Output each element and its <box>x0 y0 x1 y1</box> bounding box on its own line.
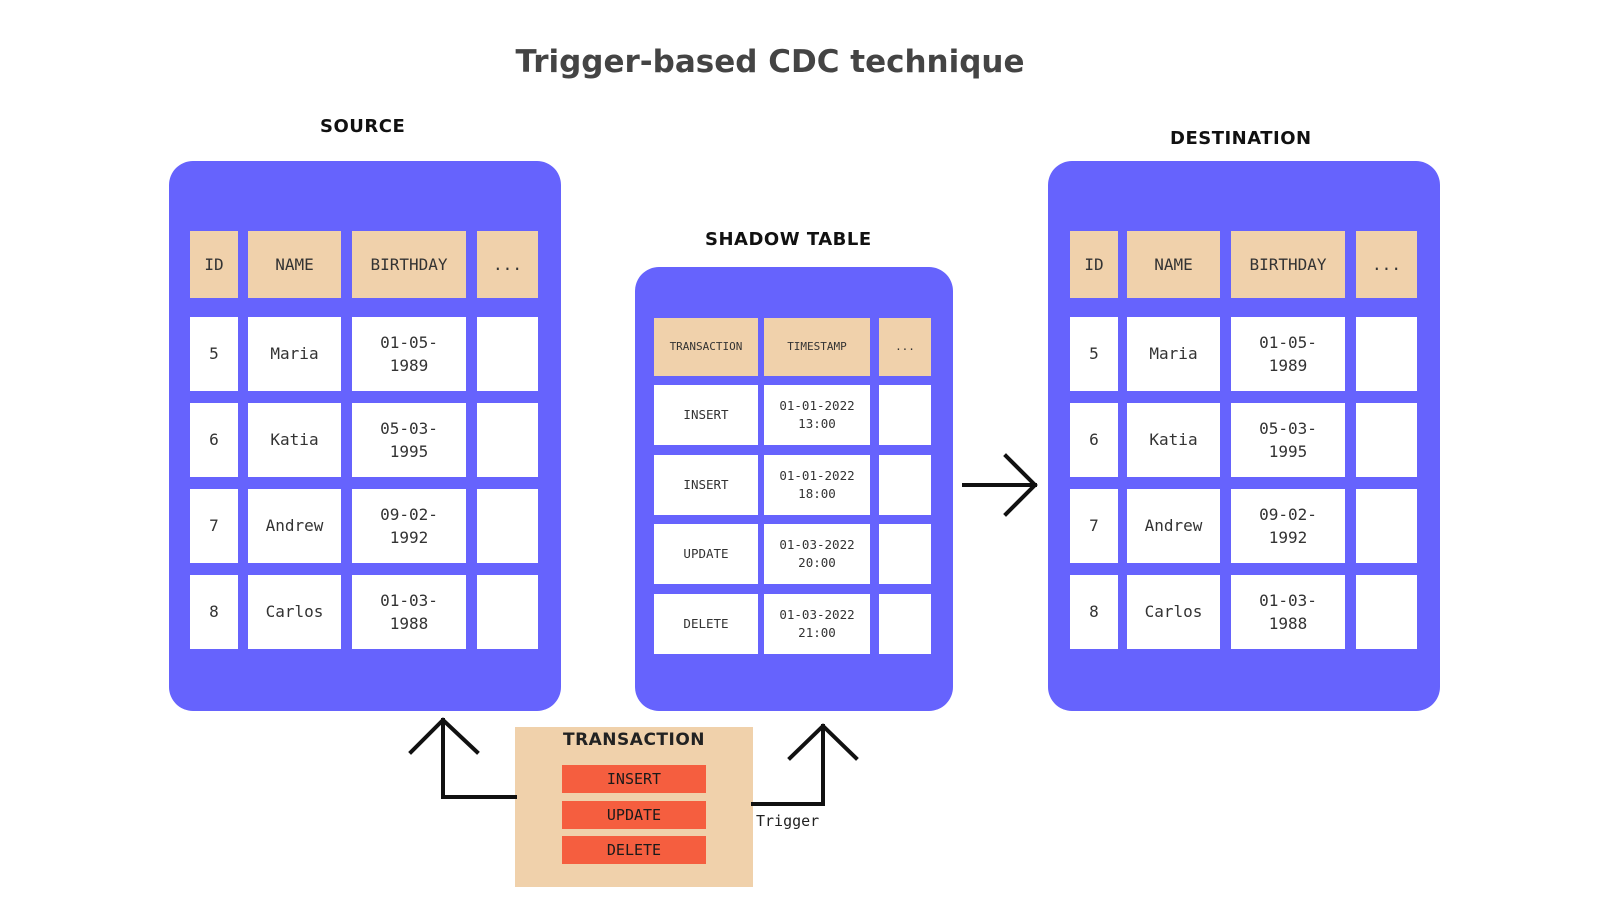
destination-cell: 7 <box>1070 489 1118 563</box>
shadow-cell: UPDATE <box>654 524 758 584</box>
destination-cell: Maria <box>1127 317 1220 391</box>
destination-cell: Katia <box>1127 403 1220 477</box>
source-cell <box>477 317 538 391</box>
destination-cell <box>1356 575 1417 649</box>
source-cell: 5 <box>190 317 238 391</box>
destination-cell: 01-03- 1988 <box>1231 575 1345 649</box>
shadow-cell: DELETE <box>654 594 758 654</box>
destination-cell: 5 <box>1070 317 1118 391</box>
destination-cell: Andrew <box>1127 489 1220 563</box>
shadow-cell <box>879 385 931 445</box>
destination-header-cell: ... <box>1356 231 1417 298</box>
source-header-cell: NAME <box>248 231 341 298</box>
destination-cell <box>1356 489 1417 563</box>
source-cell: Katia <box>248 403 341 477</box>
destination-cell: 6 <box>1070 403 1118 477</box>
destination-cell <box>1356 403 1417 477</box>
shadow-table-label: SHADOW TABLE <box>705 229 872 250</box>
source-cell <box>477 403 538 477</box>
destination-header-cell: BIRTHDAY <box>1231 231 1345 298</box>
destination-cell: 8 <box>1070 575 1118 649</box>
shadow-header-cell: ... <box>879 318 931 376</box>
shadow-cell <box>879 524 931 584</box>
shadow-header-cell: TRANSACTION <box>654 318 758 376</box>
source-cell: Carlos <box>248 575 341 649</box>
destination-cell: Carlos <box>1127 575 1220 649</box>
destination-cell: 01-05- 1989 <box>1231 317 1345 391</box>
source-cell: 01-03- 1988 <box>352 575 466 649</box>
destination-header-cell: NAME <box>1127 231 1220 298</box>
destination-label: DESTINATION <box>1170 128 1312 149</box>
update-operation: UPDATE <box>562 801 706 829</box>
shadow-cell: 01-01-2022 18:00 <box>764 455 870 515</box>
shadow-cell: 01-03-2022 20:00 <box>764 524 870 584</box>
transaction-title: TRANSACTION <box>562 730 706 750</box>
arrow-right-icon <box>962 453 1038 517</box>
trigger-label: Trigger <box>756 812 820 830</box>
insert-operation: INSERT <box>562 765 706 793</box>
source-cell: 09-02- 1992 <box>352 489 466 563</box>
source-header-cell: ... <box>477 231 538 298</box>
source-cell <box>477 489 538 563</box>
source-header-cell: BIRTHDAY <box>352 231 466 298</box>
arrow-up-icon <box>408 717 517 799</box>
arrow-up-icon <box>751 723 859 806</box>
source-cell: 8 <box>190 575 238 649</box>
source-cell <box>477 575 538 649</box>
shadow-cell: 01-01-2022 13:00 <box>764 385 870 445</box>
source-cell: 05-03- 1995 <box>352 403 466 477</box>
source-label: SOURCE <box>320 116 406 137</box>
delete-operation: DELETE <box>562 836 706 864</box>
source-header-cell: ID <box>190 231 238 298</box>
destination-cell: 09-02- 1992 <box>1231 489 1345 563</box>
shadow-cell: 01-03-2022 21:00 <box>764 594 870 654</box>
destination-header-cell: ID <box>1070 231 1118 298</box>
source-cell: 7 <box>190 489 238 563</box>
diagram-title: Trigger-based CDC technique <box>515 44 1025 80</box>
shadow-cell <box>879 594 931 654</box>
source-cell: 01-05- 1989 <box>352 317 466 391</box>
shadow-cell <box>879 455 931 515</box>
shadow-cell: INSERT <box>654 385 758 445</box>
shadow-header-cell: TIMESTAMP <box>764 318 870 376</box>
source-cell: Maria <box>248 317 341 391</box>
source-cell: Andrew <box>248 489 341 563</box>
destination-cell <box>1356 317 1417 391</box>
destination-cell: 05-03- 1995 <box>1231 403 1345 477</box>
source-cell: 6 <box>190 403 238 477</box>
shadow-cell: INSERT <box>654 455 758 515</box>
